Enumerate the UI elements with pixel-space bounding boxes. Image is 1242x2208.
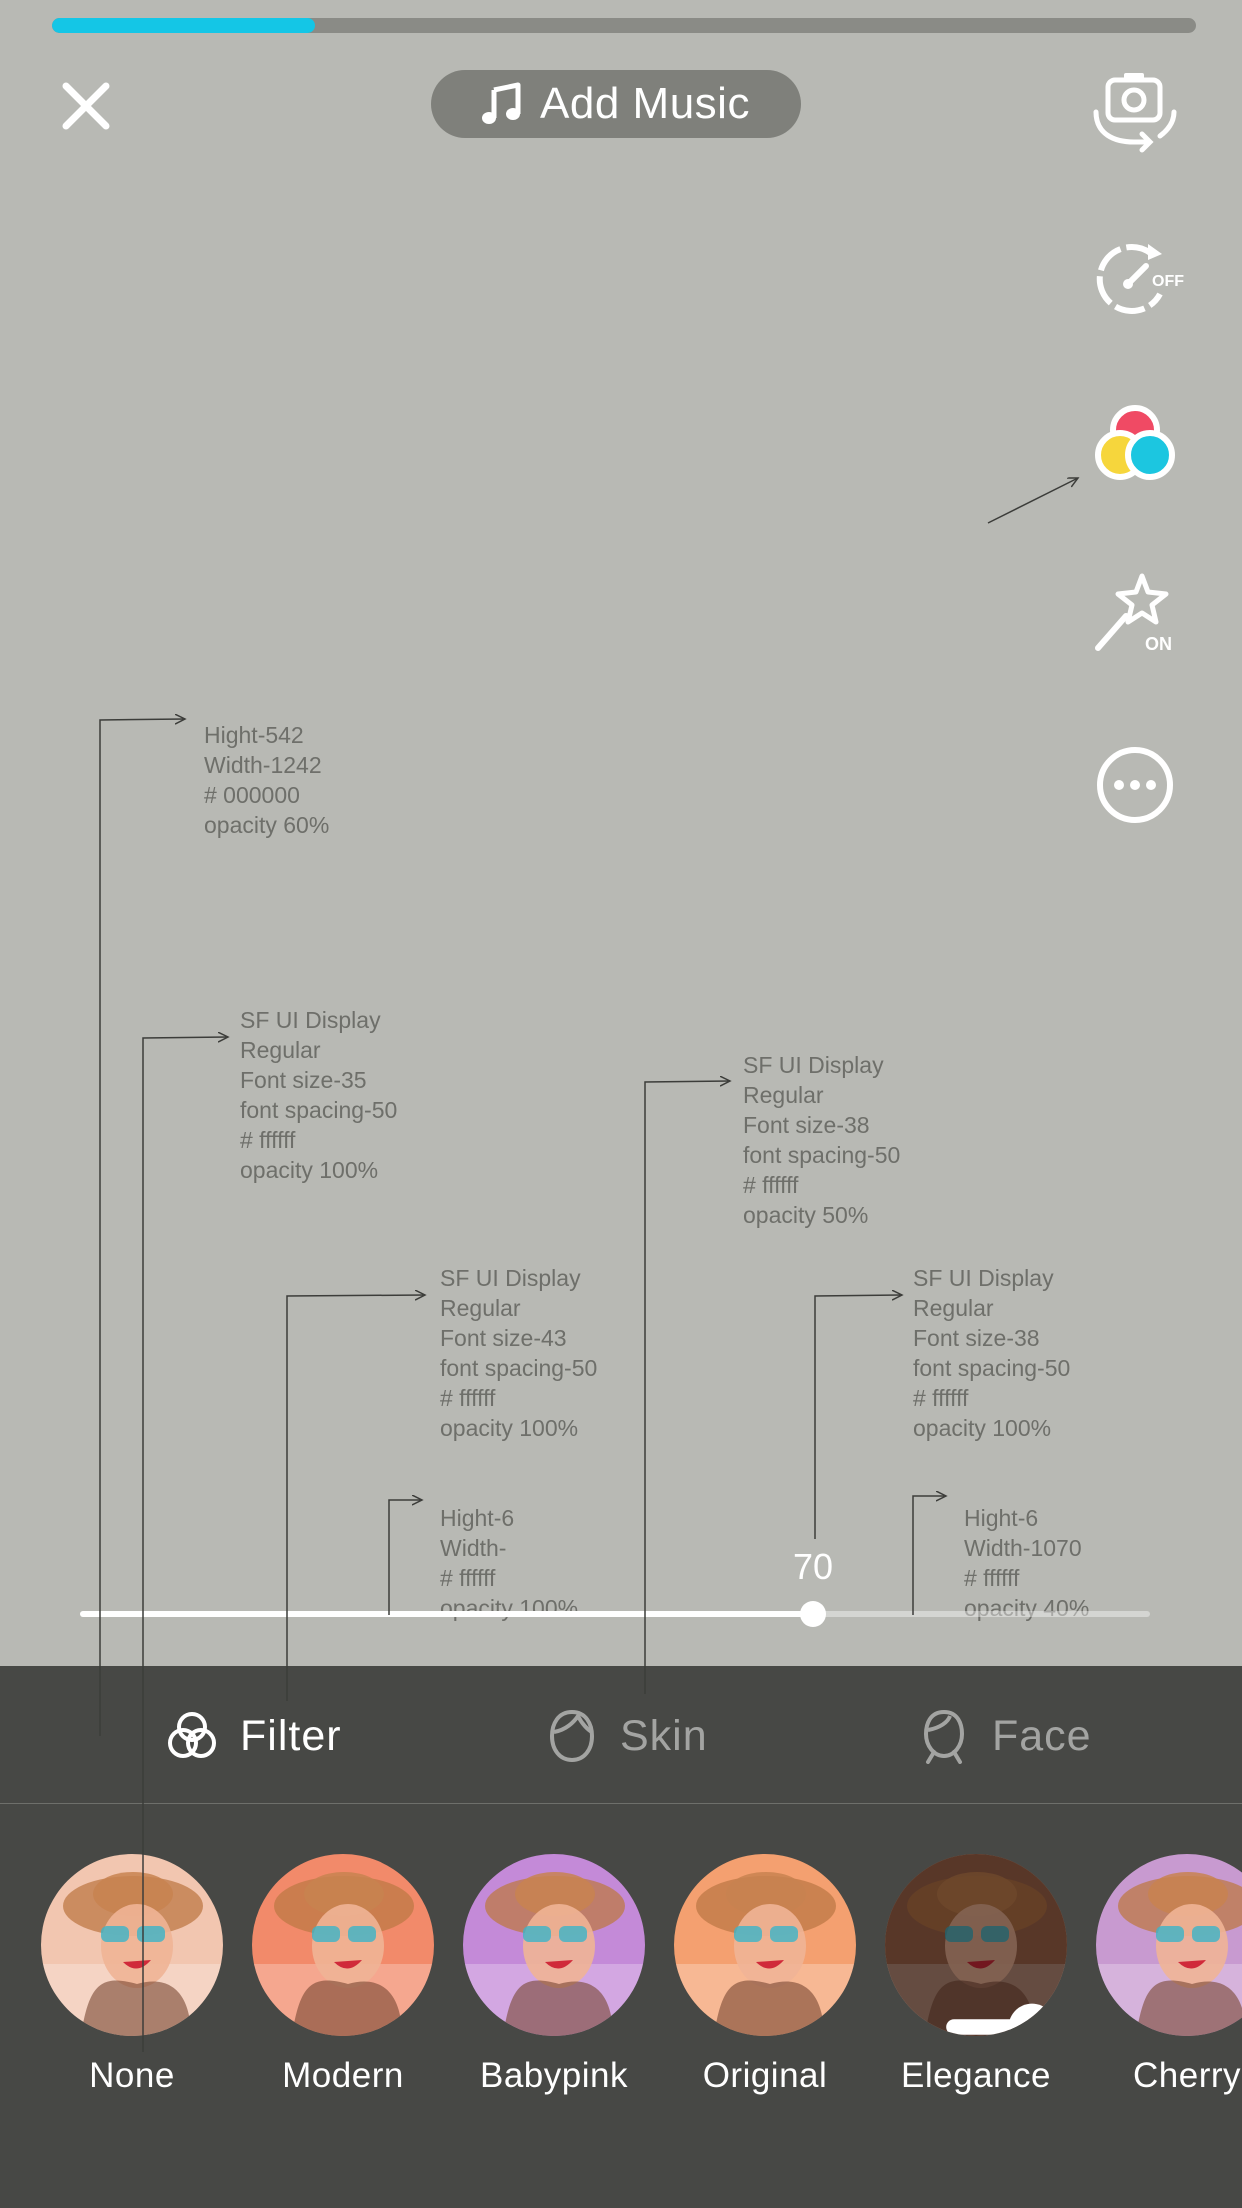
magic-wand-icon: ON [1095, 573, 1172, 654]
music-note-icon [482, 82, 521, 124]
portrait-image [885, 1854, 1067, 2036]
tab-filter[interactable]: Filter [164, 1704, 342, 1768]
more-button[interactable] [1090, 740, 1180, 830]
portrait-image [252, 1854, 434, 2036]
selected-overlay [885, 1854, 1067, 2036]
speed-badge: OFF [1152, 273, 1184, 290]
filter-thumbnail [41, 1854, 223, 2036]
tab-skin[interactable]: Skin [544, 1704, 708, 1768]
add-music-label: Add Music [540, 79, 750, 128]
filter-item-none[interactable]: None [32, 1854, 232, 2096]
portrait-image [41, 1854, 223, 2036]
speed-timer-icon: OFF [1096, 244, 1184, 314]
adjust-slider-icon [946, 2003, 1067, 2036]
filter-item-modern[interactable]: Modern [243, 1854, 443, 2096]
filter-thumbnail [885, 1854, 1067, 2036]
filter-rings-icon [168, 1712, 216, 1758]
filter-item-elegance[interactable]: Elegance [876, 1854, 1076, 2096]
filter-thumbnail [1096, 1854, 1242, 2036]
tab-filter-label: Filter [240, 1711, 342, 1760]
beauty-badge: ON [1145, 634, 1172, 654]
intensity-slider-fill [80, 1611, 813, 1617]
speed-button[interactable]: OFF [1090, 236, 1184, 326]
filter-label: Babypink [480, 2056, 628, 2095]
face-shape-icon [923, 1709, 965, 1764]
color-filter-button[interactable] [1090, 400, 1180, 490]
filter-label: Cherry [1132, 2056, 1242, 2095]
filter-item-cherry[interactable]: Cherry [1087, 1854, 1242, 2096]
filter-label: Original [702, 2056, 828, 2095]
filter-label: None [89, 2056, 175, 2095]
camera-flip-icon [1093, 73, 1177, 153]
filter-item-babypink[interactable]: Babypink [454, 1854, 654, 2096]
filter-thumbnail [674, 1854, 856, 2036]
close-icon [62, 82, 110, 130]
portrait-image [463, 1854, 645, 2036]
filter-thumbnail [463, 1854, 645, 2036]
intensity-slider-thumb[interactable] [800, 1601, 826, 1627]
filter-label: Modern [282, 2056, 404, 2095]
portrait-image [1096, 1854, 1242, 2036]
slider-value: 70 [792, 1546, 834, 1587]
tab-bar: Filter Skin Face [0, 1666, 1242, 1804]
portrait-image [674, 1854, 856, 2036]
filter-list: None Modern Babypink Original Elegance Cherry [0, 1854, 1242, 2114]
filter-label: Elegance [901, 2056, 1051, 2095]
add-music-button[interactable]: Add Music [431, 70, 801, 138]
flip-camera-button[interactable] [1090, 66, 1180, 156]
beauty-button[interactable]: ON [1090, 570, 1180, 660]
close-button[interactable] [58, 78, 114, 134]
filter-item-original[interactable]: Original [665, 1854, 865, 2096]
tab-face-label: Face [992, 1711, 1092, 1760]
tab-skin-label: Skin [620, 1711, 708, 1760]
bottom-panel: Filter Skin Face None Modern Babypink Origi… [0, 1666, 1242, 2208]
recording-progress-fill [52, 18, 316, 33]
tab-face[interactable]: Face [916, 1704, 1092, 1768]
color-circles-icon [1095, 405, 1175, 480]
skin-face-icon [549, 1709, 595, 1763]
more-dots-icon [1097, 747, 1173, 823]
intensity-slider-track[interactable] [80, 1611, 1150, 1617]
recording-progress-bar [52, 18, 1196, 33]
filter-thumbnail [252, 1854, 434, 2036]
